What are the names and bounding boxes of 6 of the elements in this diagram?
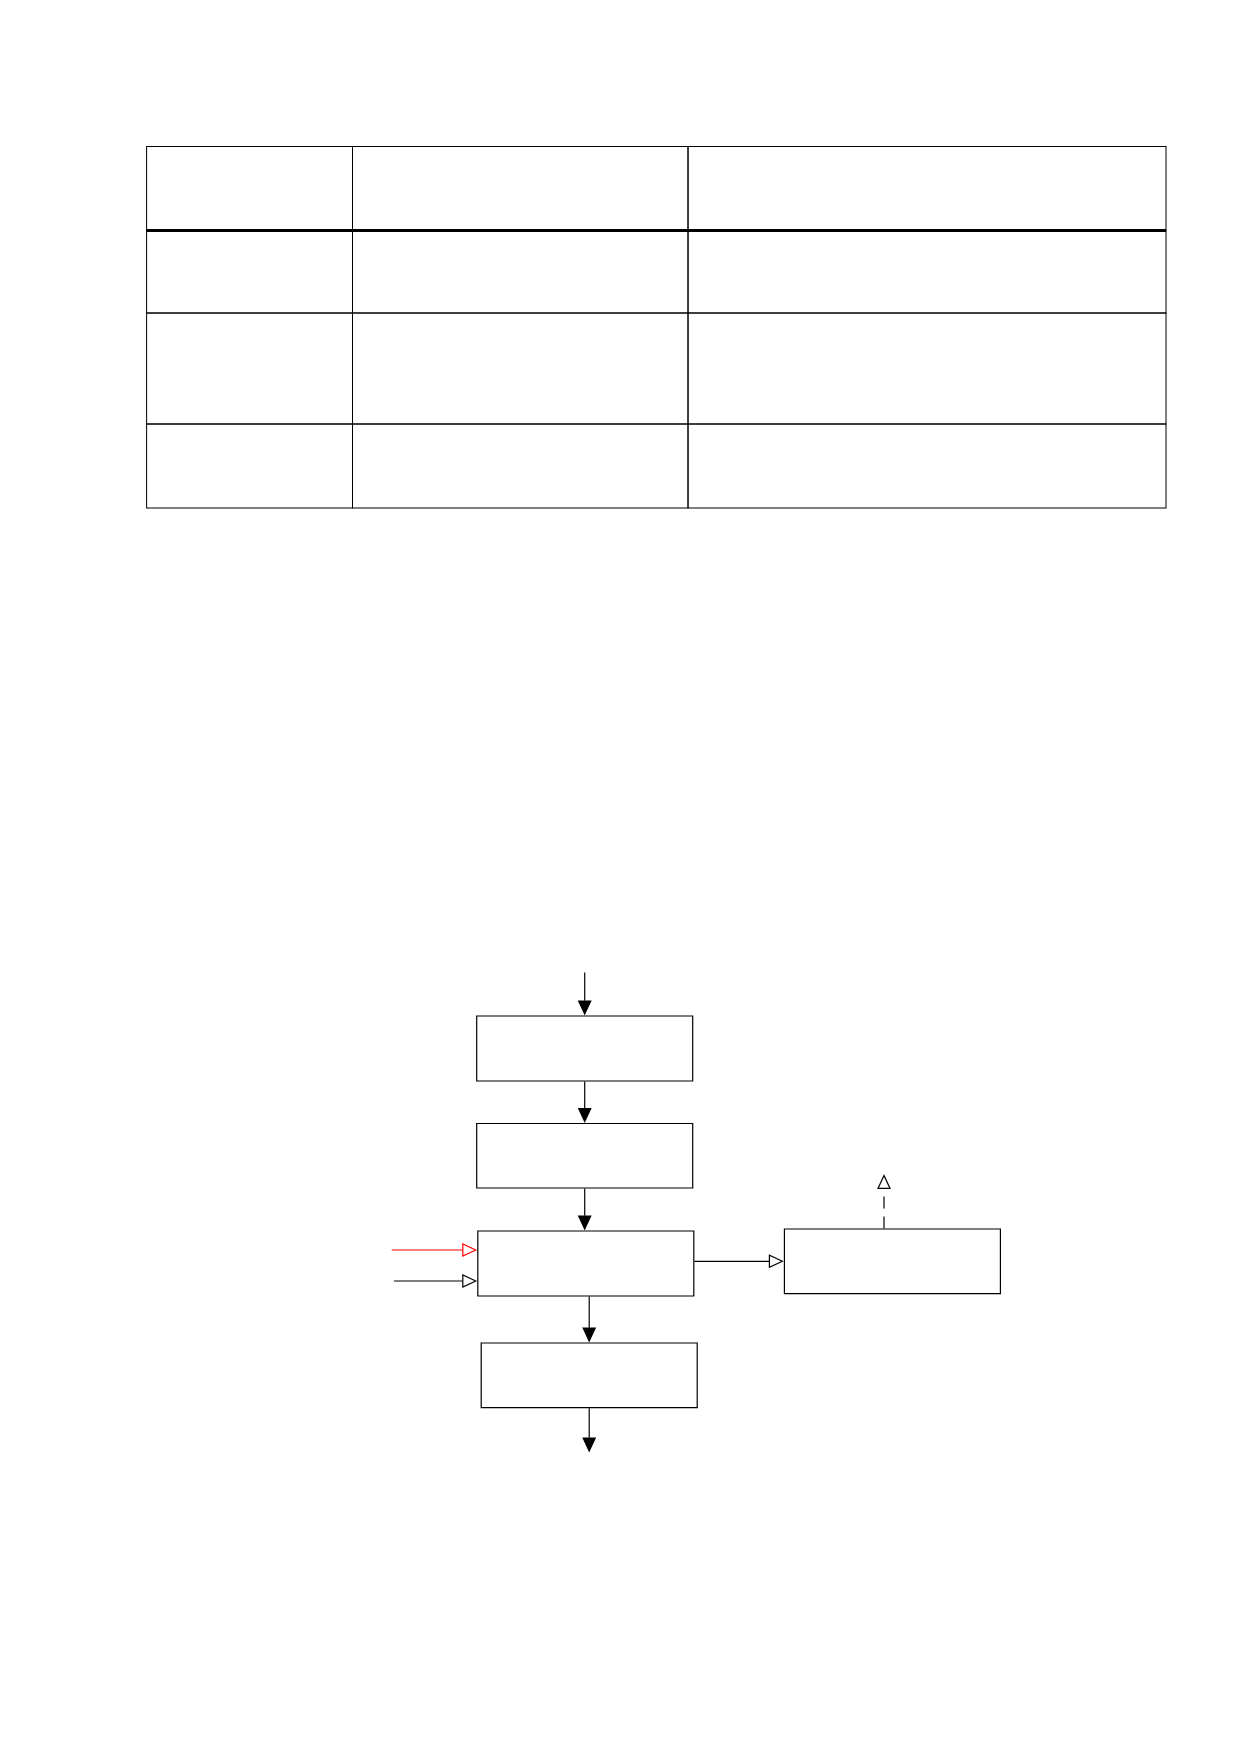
process-box (477, 1230, 695, 1297)
arrow (877, 1174, 891, 1229)
process-box (480, 1342, 698, 1409)
process-box (476, 1015, 694, 1082)
process-box (476, 1122, 694, 1189)
process-box (783, 1228, 1001, 1295)
